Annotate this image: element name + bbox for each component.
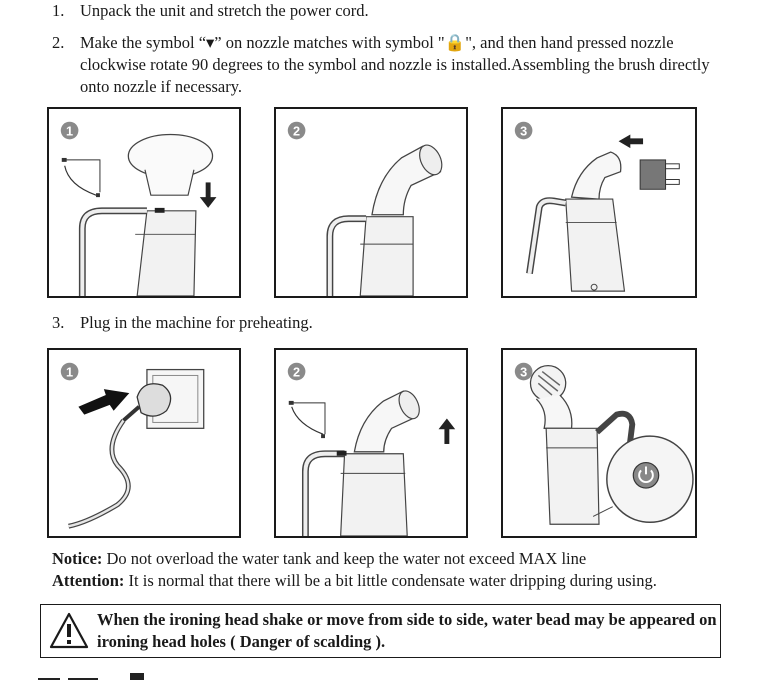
step-text: Make the symbol “▾” on nozzle matches wi… (80, 33, 710, 96)
figure-install-nozzle: 1 (47, 107, 241, 298)
step-number: 3. (52, 313, 65, 332)
next-section-heading-edge (38, 673, 144, 680)
notice-label: Notice: (52, 549, 103, 568)
warning-box: When the ironing head shake or move from… (40, 604, 721, 658)
power-button-illustration: 3 (514, 362, 694, 525)
figure-nozzle-installed: 2 (274, 107, 468, 298)
attention-text: It is normal that there will be a bit li… (124, 571, 657, 590)
figure-badge: 2 (293, 123, 300, 138)
steamer-nozzle-install-illustration: 1 (60, 121, 217, 296)
attention-label: Attention: (52, 571, 125, 590)
brush-attachment-illustration: 3 (514, 121, 680, 292)
steamer-nozzle-lock-illustration: 2 (287, 362, 456, 536)
step-1: 1. Unpack the unit and stretch the power … (52, 0, 720, 22)
figure-badge: 1 (66, 364, 73, 379)
step-text: Plug in the machine for preheating. (80, 313, 313, 332)
plug-socket-illustration: 1 (60, 362, 205, 529)
figure-badge: 2 (293, 364, 300, 379)
figure-badge: 1 (66, 123, 73, 138)
steamer-assembled-illustration: 2 (287, 121, 443, 296)
figure-badge: 3 (520, 364, 527, 379)
warning-triangle-icon (49, 612, 89, 649)
step-text: Unpack the unit and stretch the power co… (80, 1, 369, 20)
figure-plug-in: 1 (47, 348, 241, 538)
step-3: 3. Plug in the machine for preheating. (52, 312, 720, 334)
warning-text: When the ironing head shake or move from… (97, 610, 717, 651)
figure-power-button: 3 (501, 348, 697, 538)
step-number: 1. (52, 1, 65, 20)
step-2: 2. Make the symbol “▾” on nozzle matches … (52, 32, 720, 98)
figure-attach-brush: 3 (501, 107, 697, 298)
step-number: 2. (52, 33, 65, 52)
notes-block: Notice: Do not overload the water tank a… (52, 548, 657, 592)
figure-lock-nozzle: 2 (274, 348, 468, 538)
notice-text: Do not overload the water tank and keep … (102, 549, 587, 568)
figure-badge: 3 (520, 123, 527, 138)
clipped-heading-fragment (38, 668, 198, 680)
notice-line: Notice: Do not overload the water tank a… (52, 548, 657, 570)
attention-line: Attention: It is normal that there will … (52, 570, 657, 592)
